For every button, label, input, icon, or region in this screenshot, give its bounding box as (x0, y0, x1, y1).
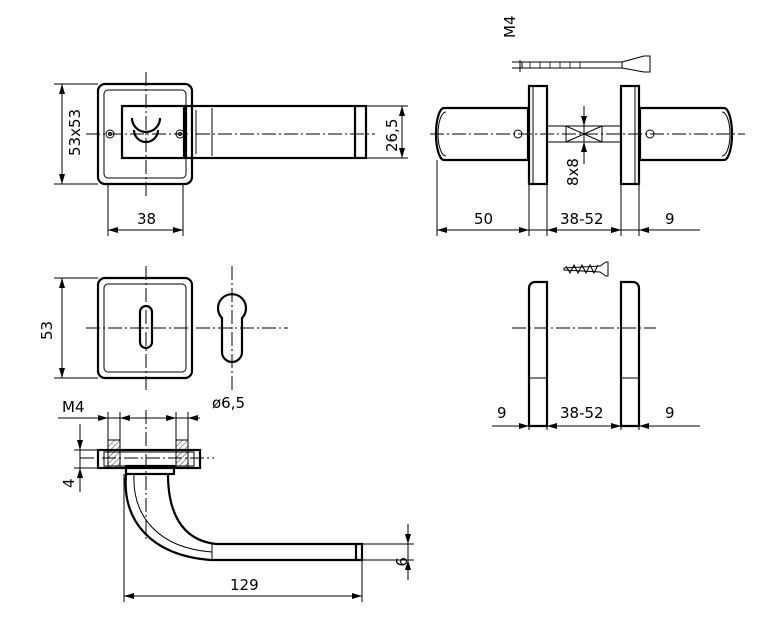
dimension-m4-bottom: M4 (58, 398, 200, 421)
label-9-end: 9 (392, 557, 410, 567)
dimension-grip-26-5: 26,5 (366, 105, 408, 159)
label-m4-bottom: M4 (62, 398, 85, 416)
screw-top: M4 (501, 16, 651, 73)
handle-top-view (80, 410, 364, 562)
label-m4-top: M4 (501, 16, 519, 39)
dimension-rose-53x53: 53x53 (54, 83, 98, 185)
label-8x8: 8x8 (564, 158, 582, 186)
handle-front-view (86, 72, 375, 196)
dimension-width-38: 38 (107, 184, 184, 236)
dimension-keyhole: ø6,5 (212, 394, 245, 412)
label-38-52-top: 38-52 (560, 210, 604, 228)
rose-front-view (86, 266, 288, 392)
dimension-spindle-8x8: 8x8 (564, 106, 587, 186)
dimension-side-row-mid: 9 38-52 9 (492, 404, 700, 430)
label-129: 129 (230, 576, 259, 594)
label-9-right: 9 (665, 404, 675, 422)
dimension-rose-thickness-4: 4 (60, 424, 98, 492)
label-4: 4 (60, 478, 78, 488)
handle-side-view (430, 84, 745, 186)
label-53x53: 53x53 (66, 109, 84, 156)
label-38-52-mid: 38-52 (560, 404, 604, 422)
dimension-end-9: 9 (362, 524, 414, 580)
rose-side-view (512, 261, 656, 428)
label-9-top: 9 (665, 210, 675, 228)
label-9-left: 9 (497, 404, 507, 422)
dimension-side-row-top: 50 38-52 9 (436, 160, 700, 236)
label-26-5: 26,5 (383, 119, 401, 152)
label-keyhole-diameter: ø6,5 (212, 394, 245, 412)
label-53: 53 (38, 321, 56, 340)
label-38: 38 (137, 210, 156, 228)
dimension-rose-53: 53 (38, 277, 98, 379)
dimension-length-129: 129 (123, 474, 363, 602)
label-50: 50 (474, 210, 493, 228)
